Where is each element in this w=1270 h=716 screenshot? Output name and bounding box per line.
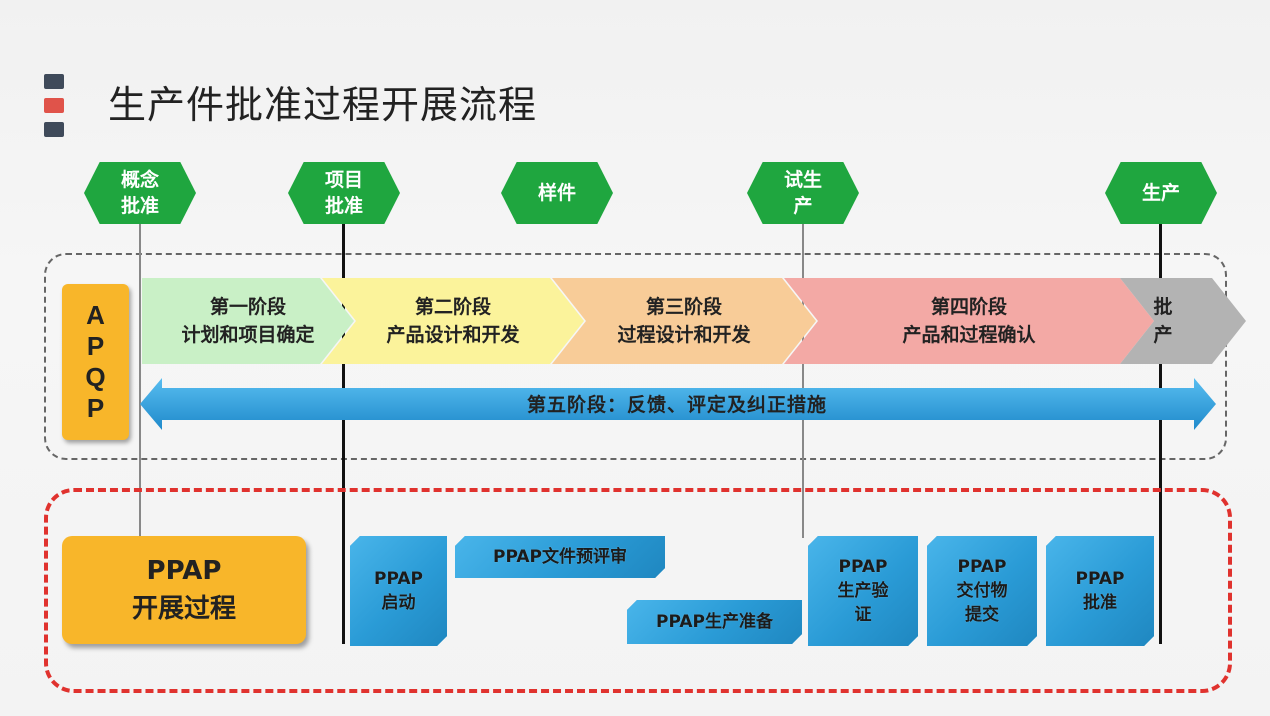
ppap-process-box: PPAP 开展过程 [62, 536, 306, 644]
milestone-line-trial [802, 222, 804, 538]
ppap-process-line1: PPAP [146, 556, 222, 586]
step-text: PPAP [374, 569, 423, 589]
stage-1-chevron: 第一阶段 计划和项目确定 [142, 278, 354, 364]
title-marker-bottom [44, 122, 64, 137]
stage-mass-production-line2: 产 [1153, 324, 1173, 346]
milestone-line-concept [139, 222, 141, 540]
step-text: PPAP文件预评审 [493, 547, 627, 567]
ppap-step-production-prep: PPAP生产准备 [627, 600, 802, 644]
stage-2-chevron: 第二阶段 产品设计和开发 [322, 278, 584, 364]
apqp-label-box: A P Q P [62, 284, 129, 440]
stage-1-subtitle: 计划和项目确定 [181, 324, 315, 346]
step-text: 生产验 [837, 581, 889, 601]
step-text: 交付物 [956, 581, 1008, 601]
apqp-letter: Q [85, 362, 106, 392]
milestone-prototype: 样件 [501, 162, 613, 224]
step-text: PPAP [838, 557, 888, 577]
ppap-step-doc-prereview: PPAP文件预评审 [455, 536, 665, 578]
ppap-frame [44, 488, 1232, 693]
milestone-concept-approval: 概念 批准 [84, 162, 196, 224]
stage-4-title: 第四阶段 [930, 296, 1007, 318]
milestone-trial-production: 试生 产 [747, 162, 859, 224]
step-text: 批准 [1083, 593, 1117, 613]
apqp-letter: P [86, 393, 105, 423]
stage-2-subtitle: 产品设计和开发 [386, 324, 520, 346]
step-text: PPAP [957, 557, 1007, 577]
stage-3-chevron: 第三阶段 过程设计和开发 [552, 278, 816, 364]
stage-3-subtitle: 过程设计和开发 [617, 324, 751, 346]
step-text: 提交 [965, 605, 999, 625]
feedback-double-arrow [140, 378, 1216, 430]
milestone-line-production [1159, 222, 1162, 644]
title-marker-middle [44, 98, 64, 113]
stage-4-subtitle: 产品和过程确认 [902, 324, 1036, 346]
stage-mass-production-line1: 批 [1153, 296, 1173, 318]
stage-4-chevron: 第四阶段 产品和过程确认 [784, 278, 1154, 364]
apqp-frame [44, 253, 1227, 460]
step-text: 启动 [381, 593, 416, 613]
milestone-project-approval: 项目 批准 [288, 162, 400, 224]
step-text: PPAP生产准备 [656, 612, 773, 632]
apqp-letter: A [86, 300, 105, 330]
title-marker-top [44, 74, 64, 89]
milestone-production: 生产 [1105, 162, 1217, 224]
ppap-process-line2: 开展过程 [131, 594, 236, 624]
ppap-step-approval: PPAP 批准 [1046, 536, 1154, 646]
step-text: PPAP [1075, 569, 1125, 589]
page-title: 生产件批准过程开展流程 [108, 83, 538, 127]
ppap-step-kickoff: PPAP 启动 [350, 536, 447, 646]
ppap-step-production-validation: PPAP 生产验 证 [808, 536, 918, 646]
ppap-step-deliverables-submission: PPAP 交付物 提交 [927, 536, 1037, 646]
milestone-line-project [342, 222, 345, 644]
feedback-stage-label: 第五阶段：反馈、评定及纠正措施 [526, 393, 827, 416]
step-text: 证 [854, 605, 872, 625]
apqp-letter: P [86, 331, 105, 361]
stage-1-title: 第一阶段 [209, 296, 286, 318]
stage-2-title: 第二阶段 [414, 296, 491, 318]
stage-3-title: 第三阶段 [645, 296, 722, 318]
